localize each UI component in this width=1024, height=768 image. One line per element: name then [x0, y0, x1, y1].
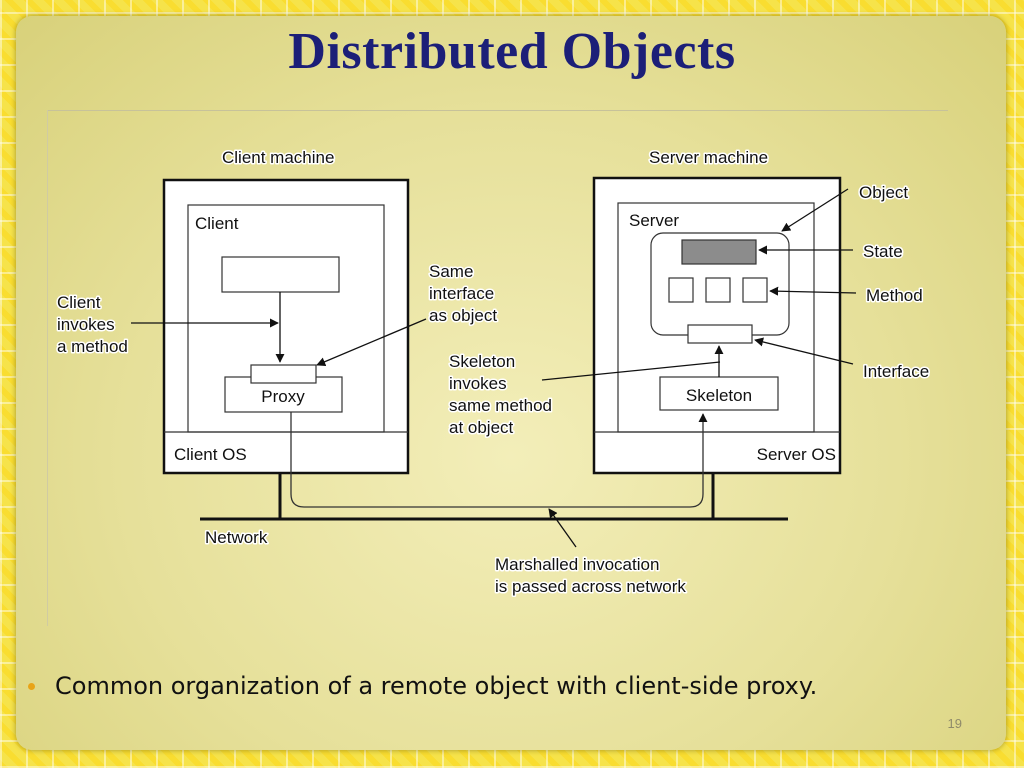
client-invokes-line-1: Client: [57, 293, 101, 312]
slide-title: Distributed Objects: [288, 23, 736, 80]
same-interface-arrow: [316, 318, 427, 367]
client-code-box: [221, 256, 340, 293]
client-machine-label: Client machine: [222, 148, 334, 167]
bullet-point: Common organization of a remote object w…: [22, 672, 817, 700]
method-box-2: [705, 277, 731, 303]
marshalled-line-2: is passed across network: [495, 577, 686, 596]
bullet-dot-icon: [28, 682, 35, 690]
title-divider: [48, 110, 948, 111]
skeleton-invokes-line-1: Skeleton: [449, 352, 515, 371]
network-label: Network: [205, 528, 268, 547]
method-arrow: [769, 286, 857, 296]
marshalled-line-1: Marshalled invocation: [495, 555, 659, 574]
invocation-path: [290, 412, 708, 508]
skeleton-label: Skeleton: [686, 386, 752, 405]
bullet-text: Common organization of a remote object w…: [55, 672, 818, 700]
state-box: [681, 239, 757, 265]
skeleton-box: [659, 376, 779, 411]
object-arrow: [781, 188, 849, 232]
slide-number: 19: [947, 716, 962, 731]
interface-label: Interface: [863, 362, 929, 381]
client-os-label: Client OS: [174, 445, 247, 464]
skeleton-invokes-line-3: same method: [449, 396, 552, 415]
server-os-label: Server OS: [757, 445, 836, 464]
method-label: Method: [866, 286, 923, 305]
same-interface-line-2: interface: [429, 284, 494, 303]
skeleton-invokes-line-4: at object: [449, 418, 514, 437]
skeleton-invokes-leader: [541, 361, 721, 381]
client-invokes-line-3: a method: [57, 337, 128, 356]
client-label: Client: [195, 214, 239, 233]
same-interface-line-1: Same: [429, 262, 473, 281]
diagram-frame: [47, 110, 949, 626]
interface-arrow: [754, 337, 854, 365]
server-label: Server: [629, 211, 679, 230]
method-box-3: [742, 277, 768, 303]
state-label: State: [863, 242, 903, 261]
method-box-1: [668, 277, 694, 303]
skeleton-invokes-line-2: invokes: [449, 374, 507, 393]
server-machine-label: Server machine: [649, 148, 768, 167]
object-interface-box: [687, 324, 753, 344]
client-invokes-line-2: invokes: [57, 315, 115, 334]
proxy-interface-box: [250, 364, 317, 384]
object-label: Object: [859, 183, 908, 202]
same-interface-line-3: as object: [429, 306, 497, 325]
marshalled-arrow: [548, 508, 577, 548]
proxy-label: Proxy: [261, 387, 305, 406]
